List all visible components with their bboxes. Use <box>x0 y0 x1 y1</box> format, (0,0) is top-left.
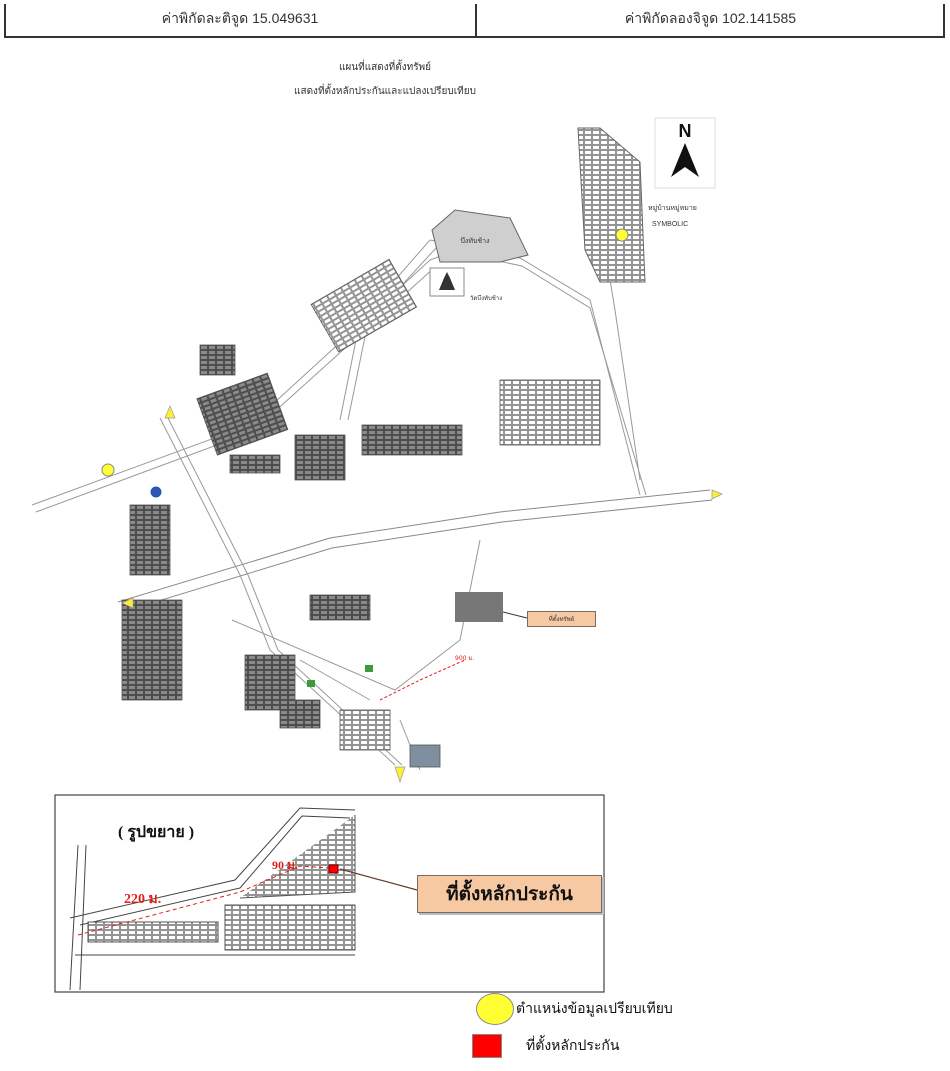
legend-comparison: ตำแหน่งข้อมูลเปรียบเทียบ <box>476 993 673 1025</box>
direction-arrows <box>121 405 723 784</box>
pond-area <box>431 209 529 263</box>
legend-collateral-label: ที่ตั้งหลักประกัน <box>526 1037 620 1053</box>
legend-collateral: ที่ตั้งหลักประกัน <box>472 1034 619 1058</box>
inset-distance-2: 90 ม. <box>272 858 298 872</box>
header-divider-right <box>943 4 945 38</box>
route-line-main <box>379 659 466 701</box>
coordinate-header: ค่าพิกัดละติจูด 15.049631 ค่าพิกัดลองจิจ… <box>4 2 945 38</box>
map-title-line1: แผนที่แสดงที่ตั้งทรัพย์ <box>338 62 432 73</box>
inset-route-line <box>77 865 331 936</box>
latitude-label: ค่าพิกัดละติจูด 15.049631 <box>161 10 319 26</box>
legend-comparison-label: ตำแหน่งข้อมูลเปรียบเทียบ <box>516 1000 673 1016</box>
green-poi-icon-2 <box>307 680 315 687</box>
temple-label: วัดบึงทับช้าง <box>470 295 502 302</box>
comparison-marker-icon <box>615 228 629 242</box>
map-title-line2: แสดงที่ตั้งหลักประกันและแปลงเปรียบเทียบ <box>294 86 476 97</box>
arrow-south-icon <box>394 766 406 784</box>
inset-roads <box>69 807 356 991</box>
collateral-callout: ที่ตั้งหลักประกัน <box>417 875 602 913</box>
village-block-north <box>577 127 646 283</box>
comparison-marker-icon <box>101 463 115 477</box>
inset-distance-1: 220 ม. <box>124 892 162 907</box>
inset-housing-block-2 <box>224 904 356 951</box>
distance-main-label: 900 ม. <box>455 655 474 662</box>
longitude-label: ค่าพิกัดลองจิจูด 102.141585 <box>624 10 797 26</box>
gas-station-icon <box>149 485 163 499</box>
green-poi-icon <box>365 665 373 672</box>
symbolic-label: SYMBOLIC <box>652 221 688 228</box>
inset-title: ( รูปขยาย ) <box>118 824 195 841</box>
header-divider-left <box>4 4 6 38</box>
inset-collateral-marker-icon <box>328 864 339 874</box>
header-divider-mid <box>475 4 477 38</box>
subject-area <box>455 592 503 622</box>
subject-callout-small: ที่ตั้งทรัพย์ <box>527 611 596 627</box>
north-label: N <box>679 121 692 141</box>
inset-housing-block-3 <box>87 921 219 943</box>
header-rule <box>4 36 945 38</box>
village-top-right-label: หมู่บ้านหมู่หมาย <box>648 204 697 212</box>
north-arrow-icon <box>671 143 699 177</box>
yellow-circle-icon <box>476 993 514 1025</box>
temple-icon <box>439 272 455 290</box>
north-arrow: N <box>654 117 716 189</box>
housing-blocks <box>121 258 601 768</box>
red-square-icon <box>472 1034 502 1058</box>
main-highway <box>117 489 713 613</box>
arrow-east-icon <box>711 489 723 500</box>
inset-callout-line <box>339 868 418 891</box>
subject-callout-line <box>502 611 528 619</box>
pond-label: บึงทับช้าง <box>460 236 489 245</box>
inset-housing-block <box>239 815 356 899</box>
arrow-north-icon <box>164 405 176 419</box>
arrow-west-icon <box>121 597 134 609</box>
